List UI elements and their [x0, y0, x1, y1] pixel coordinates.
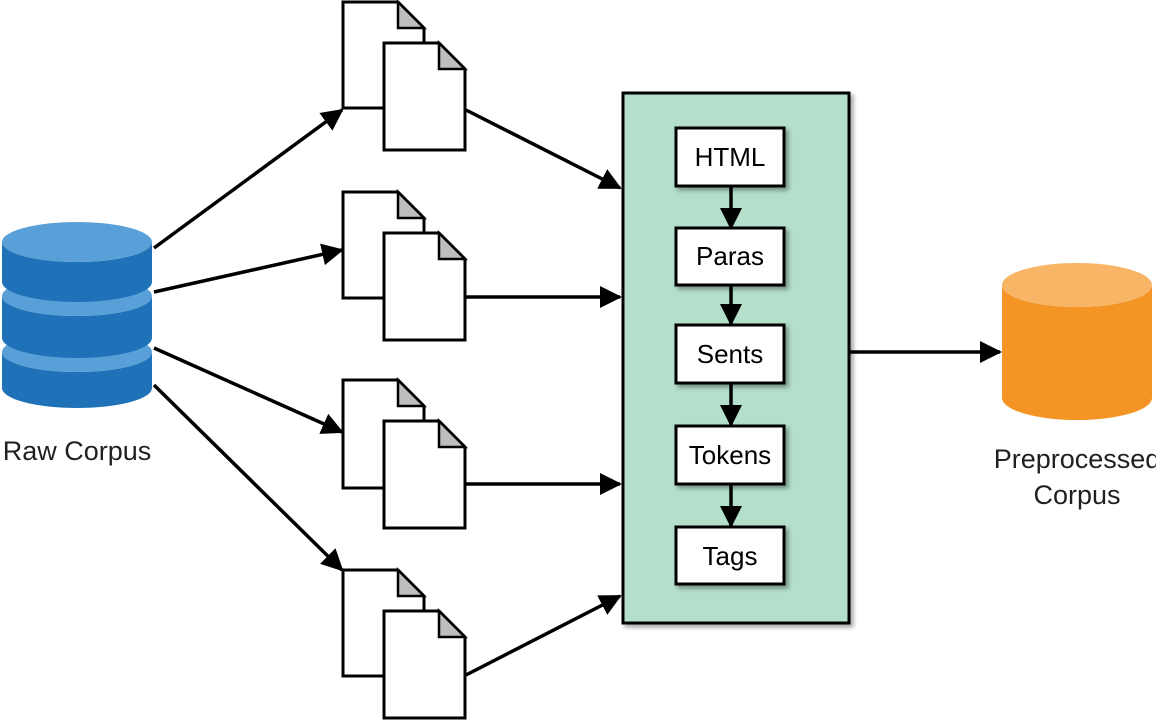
document-group-3: [341, 376, 469, 530]
document-group-1: [341, 0, 469, 152]
stage-tokens-label: Tokens: [689, 440, 771, 470]
arrow-to-docs-4: [152, 383, 344, 572]
stage-sents-label: Sents: [697, 339, 764, 369]
arrow-from-docs-4: [465, 594, 622, 677]
arrow-to-docs-1: [152, 108, 344, 250]
arrow-from-docs-1: [465, 108, 622, 190]
fan-out-arrows: [152, 108, 344, 572]
raw-corpus-database-icon: [2, 222, 152, 408]
preprocessed-corpus-label-line1: Preprocessed: [994, 444, 1156, 474]
stage-paras-label: Paras: [696, 241, 764, 271]
raw-corpus-label: Raw Corpus: [3, 436, 152, 466]
stage-html-label: HTML: [695, 142, 766, 172]
arrow-to-docs-2: [153, 243, 344, 294]
stage-tokens: Tokens: [674, 424, 786, 486]
stage-sents: Sents: [674, 323, 786, 385]
fan-in-arrows: [465, 108, 622, 677]
stage-paras: Paras: [674, 226, 786, 287]
stage-html: HTML: [674, 126, 786, 188]
arrow-to-docs-3: [153, 346, 344, 434]
preprocessed-corpus-database-icon: [1002, 263, 1152, 420]
stage-tags-label: Tags: [703, 541, 758, 571]
document-group-2: [341, 188, 469, 342]
stage-tags: Tags: [674, 525, 786, 586]
preprocessed-corpus-label-line2: Corpus: [1033, 480, 1120, 510]
document-group-4: [341, 566, 469, 720]
